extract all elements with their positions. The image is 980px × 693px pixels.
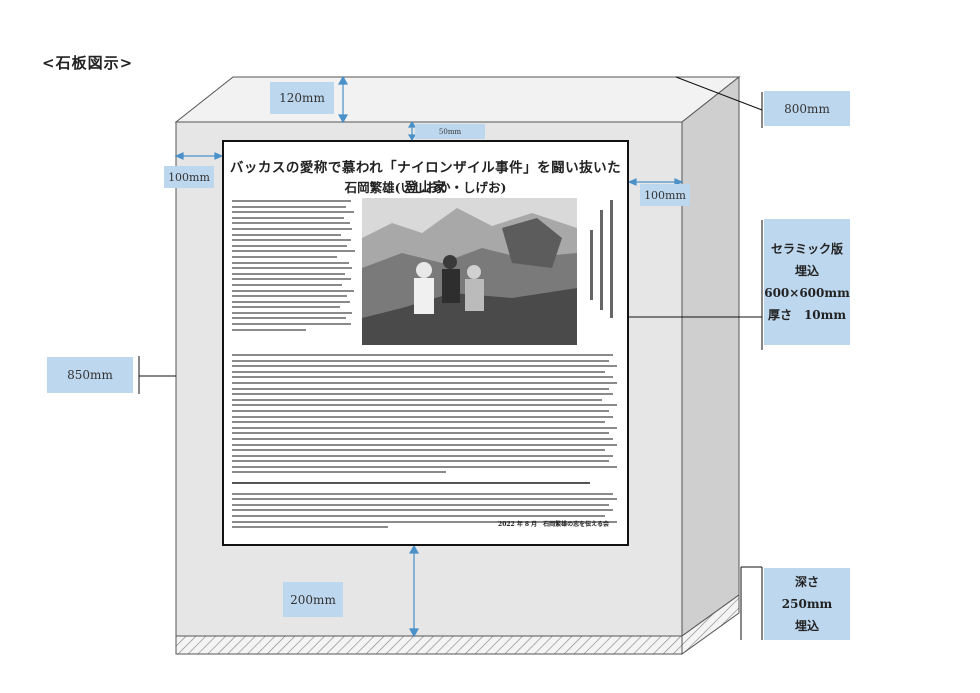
depth-line-2: 250mm <box>781 597 833 611</box>
photo-caption-vertical <box>580 200 616 318</box>
stone-top-face <box>174 76 741 123</box>
ceramic-line-2: 埋込 <box>794 264 819 278</box>
ceramic-line-4: 厚さ 10mm <box>767 308 847 322</box>
ceramic-line-3: 600×600mm <box>764 286 850 300</box>
climbers-photograph <box>362 198 577 345</box>
plaque-subtitle: 石岡繁雄(いしおか・しげお) <box>344 180 507 195</box>
bottom-margin-label: 200mm <box>283 582 343 617</box>
panel-top-margin-label: 50mm <box>415 124 485 139</box>
plaque-title: バッカスの愛称で慕われ「ナイロンザイル事件」を闘い抜いた登山家 <box>229 160 622 196</box>
buried-base-front <box>175 635 683 655</box>
plaque-body-text-main <box>232 354 621 532</box>
height-label: 850mm <box>47 357 133 393</box>
plaque-body-text-left <box>232 200 356 334</box>
depth-line-1: 深さ <box>794 575 819 589</box>
ceramic-line-1: セラミック版 <box>770 242 843 256</box>
top-thickness-label: 120mm <box>270 82 334 114</box>
ceramic-panel-spec: セラミック版 埋込 600×600mm 厚さ 10mm <box>764 219 850 345</box>
buried-base-side <box>681 594 740 655</box>
depth-spec: 深さ 250mm 埋込 <box>764 568 850 640</box>
right-margin-label: 100mm <box>640 184 690 206</box>
stone-side-face <box>681 75 740 637</box>
left-margin-label: 100mm <box>164 166 214 188</box>
diagram-title: <石板図示> <box>42 54 134 72</box>
plaque-signature: 2022 年 8 月 石岡繁雄の志を伝える会 <box>498 521 609 528</box>
depth-line-3: 埋込 <box>794 619 819 633</box>
ceramic-plaque: バッカスの愛称で慕われ「ナイロンザイル事件」を闘い抜いた登山家 石岡繁雄(いしお… <box>222 140 629 546</box>
width-label: 800mm <box>764 91 850 126</box>
